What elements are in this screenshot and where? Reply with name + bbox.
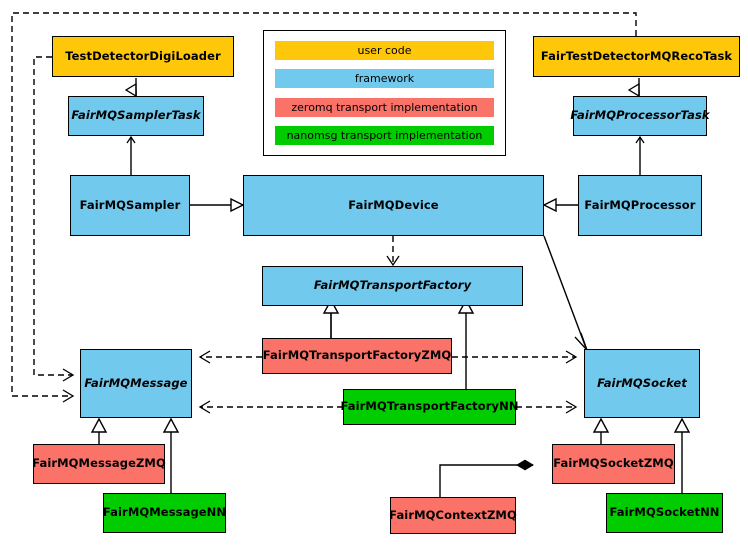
legend-item-zeromq: zeromq transport implementation [275, 97, 494, 117]
edge-digiloader-message [33, 56, 72, 376]
class-box-FairMQSocketNN[interactable]: FairMQSocketNN [606, 493, 723, 533]
class-label: FairMQSocketZMQ [553, 456, 674, 471]
class-label: FairMQMessageZMQ [32, 456, 166, 471]
class-box-FairMQTransportFactoryZMQ[interactable]: FairMQTransportFactoryZMQ [262, 338, 452, 374]
class-label: FairMQSampler [79, 197, 181, 212]
class-box-FairMQTransportFactory[interactable]: FairMQTransportFactory [262, 266, 523, 306]
edge-contextzmq-socketzmq [439, 459, 534, 497]
class-label: FairMQProcessor [584, 197, 696, 212]
legend-item-framework: framework [275, 69, 494, 89]
class-box-FairMQMessage[interactable]: FairMQMessage [80, 349, 192, 418]
class-label: FairMQTransportFactoryNN [340, 399, 519, 414]
class-label: FairMQSamplerTask [71, 108, 201, 123]
legend-label: nanomsg transport implementation [286, 128, 483, 142]
class-label: FairMQDevice [348, 197, 439, 212]
class-label: FairMQTransportFactoryZMQ [262, 348, 452, 363]
class-box-FairMQMessageNN[interactable]: FairMQMessageNN [103, 493, 226, 533]
class-label: FairTestDetectorMQRecoTask [540, 48, 733, 63]
class-box-FairMQTransportFactoryNN[interactable]: FairMQTransportFactoryNN [340, 389, 519, 425]
legend-item-nanomsg: nanomsg transport implementation [275, 125, 494, 145]
class-box-FairMQSocket[interactable]: FairMQSocket [584, 349, 700, 418]
class-box-FairMQDevice[interactable]: FairMQDevice [243, 175, 544, 236]
legend-label: zeromq transport implementation [291, 100, 478, 114]
legend-box: user code framework zeromq transport imp… [263, 30, 506, 156]
class-label: TestDetectorDigiLoader [65, 48, 221, 63]
legend-label: user code [357, 44, 412, 57]
class-box-FairMQSamplerTask[interactable]: FairMQSamplerTask [68, 96, 204, 136]
class-label: FairMQProcessorTask [570, 108, 710, 123]
class-box-FairMQProcessorTask[interactable]: FairMQProcessorTask [570, 96, 710, 136]
class-label: FairMQTransportFactory [313, 278, 472, 293]
legend-label: framework [354, 72, 415, 86]
class-box-FairTestDetectorMQRecoTask[interactable]: FairTestDetectorMQRecoTask [533, 36, 740, 77]
class-label: FairMQMessage [84, 375, 188, 390]
class-label: FairMQContextZMQ [389, 507, 517, 522]
class-box-FairMQContextZMQ[interactable]: FairMQContextZMQ [389, 497, 517, 534]
class-box-TestDetectorDigiLoader[interactable]: TestDetectorDigiLoader [52, 36, 234, 77]
legend-item-user-code: user code [275, 41, 494, 60]
class-box-FairMQSocketZMQ[interactable]: FairMQSocketZMQ [552, 444, 675, 484]
class-label: FairMQMessageNN [102, 505, 227, 520]
class-label: FairMQSocketNN [609, 505, 720, 520]
class-label: FairMQSocket [597, 375, 687, 390]
edge-device-socket [543, 235, 587, 349]
class-box-FairMQSampler[interactable]: FairMQSampler [70, 175, 190, 236]
class-box-FairMQMessageZMQ[interactable]: FairMQMessageZMQ [32, 444, 166, 484]
class-box-FairMQProcessor[interactable]: FairMQProcessor [578, 175, 702, 236]
